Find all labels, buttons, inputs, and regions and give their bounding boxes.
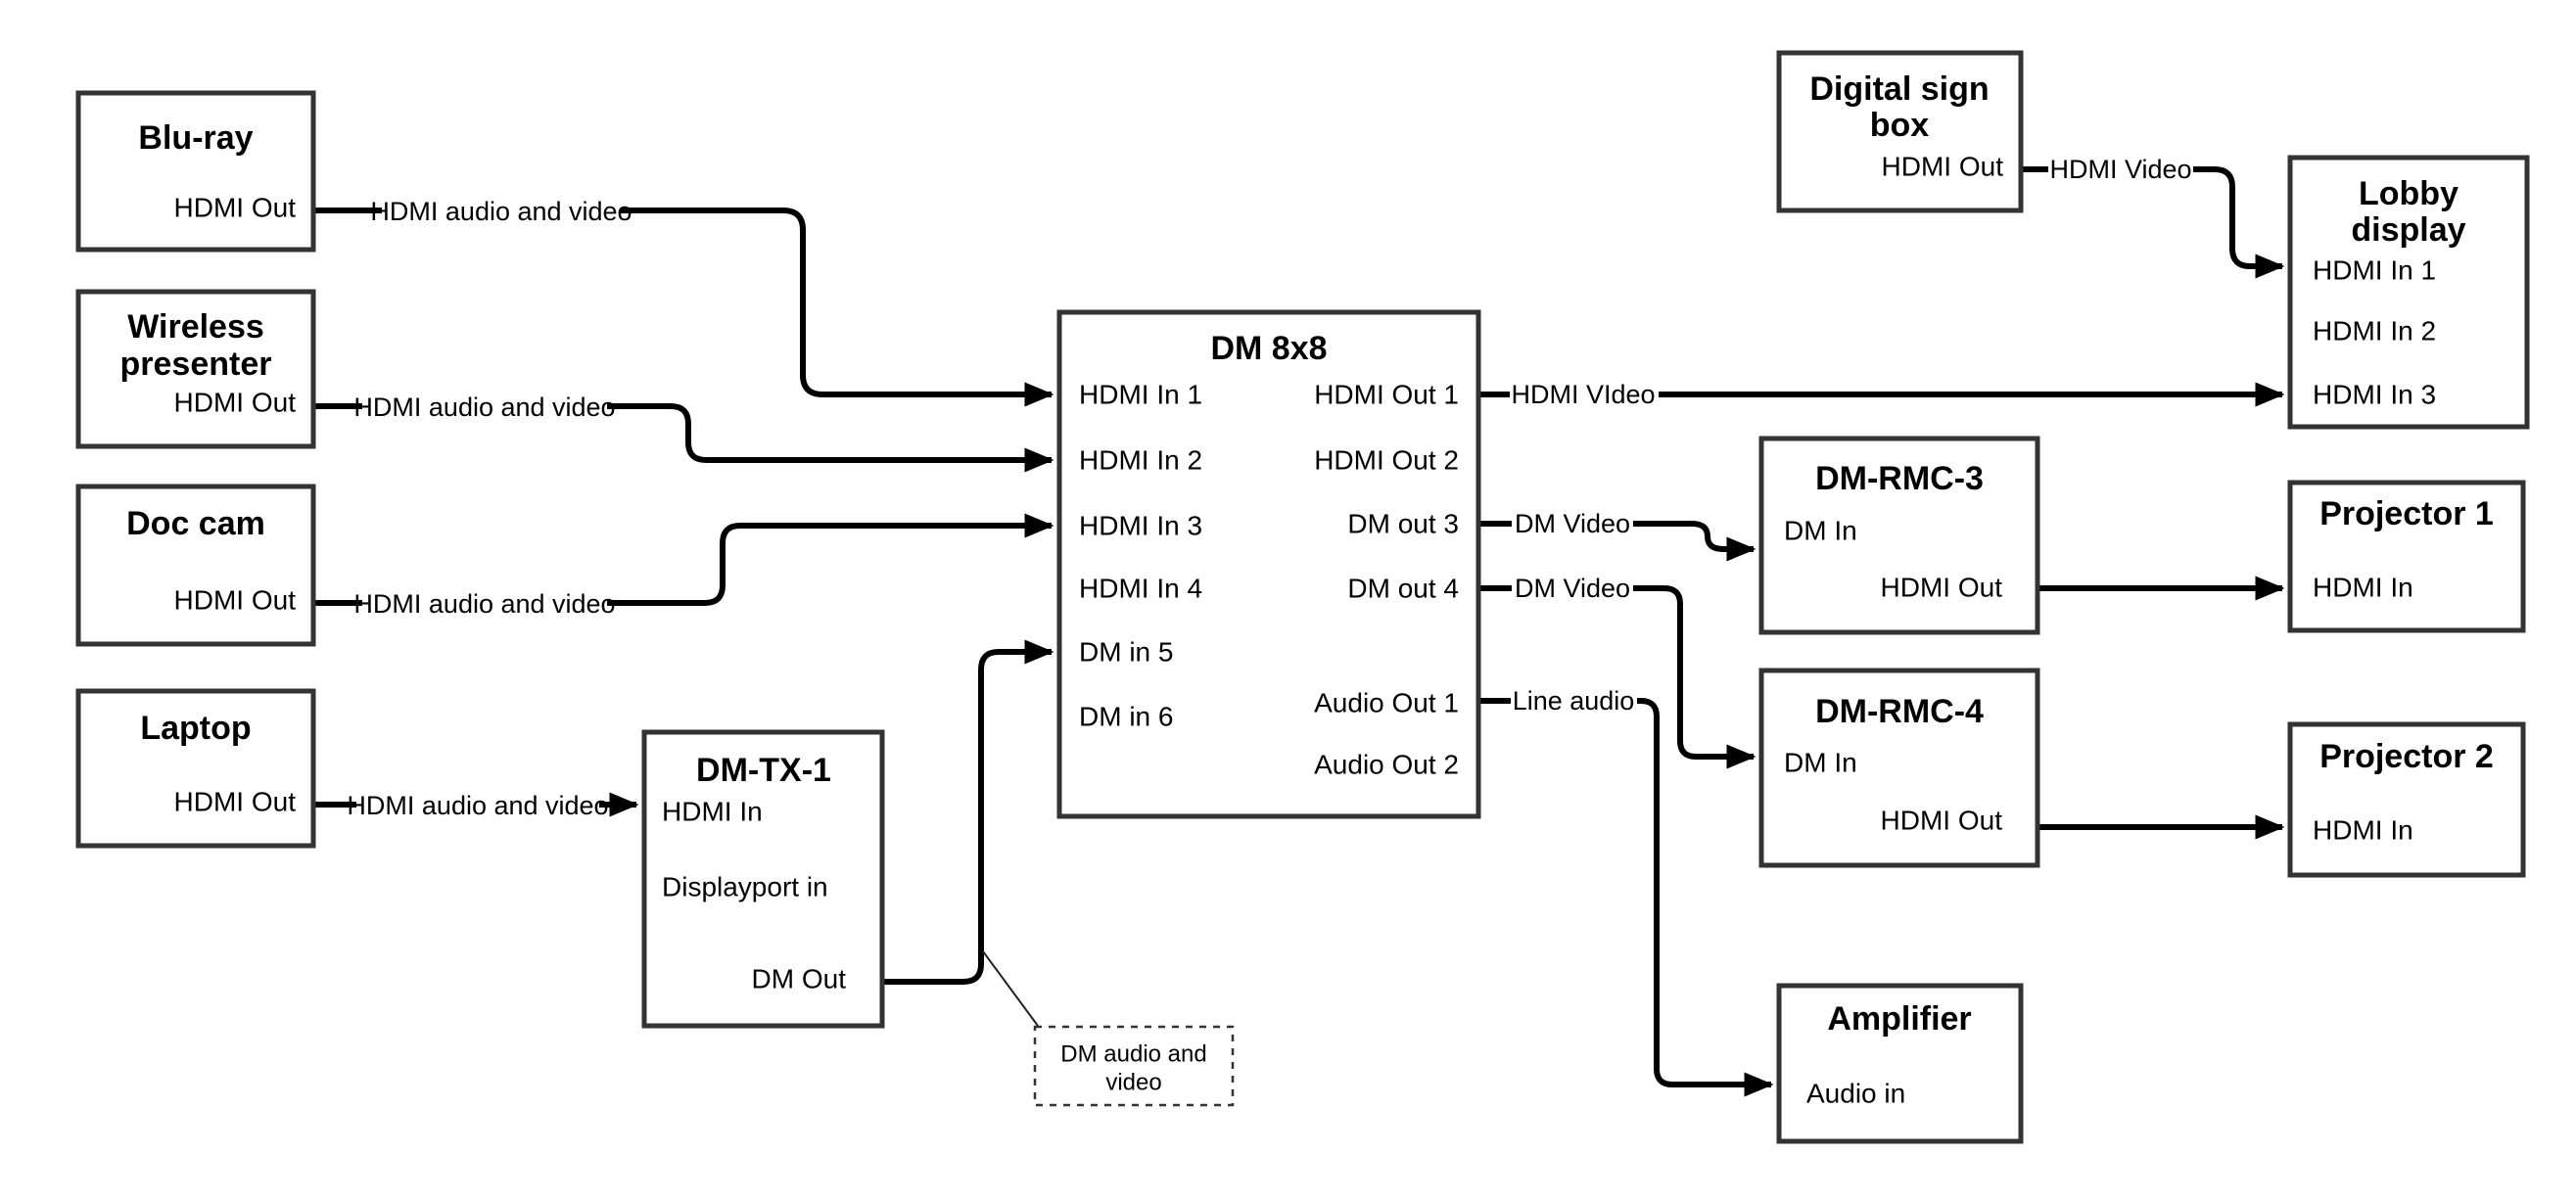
box-dmrmc3-frame: [1758, 436, 2040, 635]
cable-label-line-audio: Line audio: [1513, 686, 1635, 716]
box-blu-ray-frame: [75, 90, 316, 253]
box-projector-1: Projector 1 HDMI In: [2287, 480, 2526, 633]
note-frame: [1033, 1025, 1235, 1107]
port-dm8x8-hdmi-out-1: HDMI Out 1: [1314, 380, 1459, 410]
box-dmrmc3-title: DM-RMC-3: [1815, 460, 1984, 497]
box-wireless-title-line2: presenter: [120, 346, 272, 383]
box-proj2-frame: [2287, 721, 2526, 878]
port-dmrmc4-dm-in: DM In: [1784, 748, 1857, 778]
cable-label-hdmi-video-out1: HDMI VIdeo: [1511, 380, 1655, 409]
box-laptop-title: Laptop: [140, 710, 251, 747]
box-amplifier-title: Amplifier: [1827, 1000, 1971, 1038]
box-amplifier: Amplifier Audio in: [1776, 983, 2024, 1144]
box-digitalsign-title-line2: box: [1870, 107, 1930, 144]
port-bluray-hdmi-out: HDMI Out: [174, 193, 297, 223]
port-dm8x8-dm-in-6: DM in 6: [1079, 702, 1173, 732]
box-doc-cam: Doc cam HDMI Out: [75, 484, 316, 647]
note-leader-line: [982, 950, 1039, 1027]
port-dmtx1-displayport-in: Displayport in: [662, 872, 828, 902]
port-dm8x8-hdmi-in-1: HDMI In 1: [1079, 380, 1202, 410]
cable-label-digitalsign: HDMI Video: [2049, 155, 2191, 184]
port-lobby-hdmi-in-2: HDMI In 2: [2313, 316, 2436, 346]
port-dmtx1-dm-out: DM Out: [752, 964, 847, 994]
port-proj2-hdmi-in: HDMI In: [2313, 815, 2413, 846]
box-proj1-title: Projector 1: [2319, 495, 2494, 532]
port-lobby-hdmi-in-3: HDMI In 3: [2313, 380, 2436, 410]
box-projector-2: Projector 2 HDMI In: [2287, 721, 2526, 878]
port-doccam-hdmi-out: HDMI Out: [174, 585, 297, 616]
box-lobby-frame: [2287, 155, 2530, 430]
port-dm8x8-dm-out-3: DM out 3: [1347, 509, 1459, 539]
port-proj1-hdmi-in: HDMI In: [2313, 573, 2413, 603]
cable-doccam-to-dm8x8-in3: [607, 513, 1054, 606]
port-dm8x8-audio-out-1: Audio Out 1: [1314, 688, 1459, 718]
cable-digitalsign-to-lobby-in1: [2193, 166, 2285, 279]
box-wireless-frame: [75, 289, 316, 449]
port-dm8x8-hdmi-in-3: HDMI In 3: [1079, 511, 1202, 541]
box-blu-ray-title: Blu-ray: [138, 119, 253, 157]
box-dmtx1-title: DM-TX-1: [696, 752, 831, 789]
port-dm8x8-hdmi-in-4: HDMI In 4: [1079, 574, 1202, 604]
box-digital-sign-box: Digital sign box HDMI Out: [1776, 50, 2024, 213]
port-amplifier-audio-in: Audio in: [1806, 1079, 1905, 1109]
box-dm-8x8: DM 8x8 HDMI In 1 HDMI In 2 HDMI In 3 HDM…: [1056, 309, 1481, 819]
box-amplifier-frame: [1776, 983, 2024, 1144]
box-lobby-display: Lobby display HDMI In 1 HDMI In 2 HDMI I…: [2287, 155, 2530, 430]
cable-labels: HDMI audio and video HDMI audio and vide…: [347, 155, 2191, 820]
box-dm-tx-1: DM-TX-1 HDMI In Displayport in DM Out: [641, 729, 885, 1029]
box-dm-rmc-3: DM-RMC-3 DM In HDMI Out: [1758, 436, 2040, 635]
port-dm8x8-hdmi-in-2: HDMI In 2: [1079, 445, 1202, 476]
cable-wireless-to-dm8x8-in2: [607, 403, 1054, 473]
port-dmrmc3-hdmi-out: HDMI Out: [1881, 573, 2003, 603]
cable-label-dm-video-out4: DM Video: [1515, 574, 1630, 603]
box-doccam-frame: [75, 484, 316, 647]
cable-label-dm-video-out3: DM Video: [1515, 509, 1630, 538]
box-laptop: Laptop HDMI Out: [75, 688, 316, 849]
box-wireless-title-line1: Wireless: [127, 308, 264, 346]
cable-label-laptop: HDMI audio and video: [347, 791, 608, 820]
box-lobby-title-line1: Lobby: [2359, 175, 2459, 212]
box-dm-rmc-4: DM-RMC-4 DM In HDMI Out: [1758, 668, 2040, 868]
cable-label-wireless: HDMI audio and video: [353, 393, 615, 422]
port-dmrmc3-dm-in: DM In: [1784, 516, 1857, 546]
box-doccam-title: Doc cam: [126, 505, 265, 542]
port-lobby-hdmi-in-1: HDMI In 1: [2313, 255, 2436, 286]
cable-dm8x8-out3-to-dmrmc3: [1633, 521, 1756, 562]
box-dmrmc4-title: DM-RMC-4: [1815, 693, 1984, 730]
cables: [313, 166, 2285, 1097]
port-dm8x8-dm-out-4: DM out 4: [1347, 574, 1459, 604]
cable-dmtx1-to-dm8x8-in5: [882, 639, 1054, 985]
box-lobby-title-line2: display: [2351, 211, 2465, 249]
box-dmrmc4-frame: [1758, 668, 2040, 868]
box-wireless-presenter: Wireless presenter HDMI Out: [75, 289, 316, 449]
cable-dm8x8-out4-to-dmrmc4: [1633, 585, 1756, 769]
port-dm8x8-audio-out-2: Audio Out 2: [1314, 750, 1459, 780]
port-dmrmc4-hdmi-out: HDMI Out: [1881, 806, 2003, 836]
box-dm8x8-frame: [1056, 309, 1481, 819]
cable-label-doccam: HDMI audio and video: [353, 589, 615, 619]
port-laptop-hdmi-out: HDMI Out: [174, 787, 297, 817]
note-dm-audio-and-video: DM audio and video: [1033, 1025, 1235, 1107]
port-dm8x8-dm-in-5: DM in 5: [1079, 637, 1173, 668]
box-digitalsign-title-line1: Digital sign: [1809, 70, 1989, 108]
port-dmtx1-hdmi-in: HDMI In: [662, 797, 763, 827]
port-wireless-hdmi-out: HDMI Out: [174, 388, 297, 418]
box-dm8x8-title: DM 8x8: [1210, 330, 1327, 367]
box-laptop-frame: [75, 688, 316, 849]
box-proj1-frame: [2287, 480, 2526, 633]
cable-dm8x8-aout1-to-amplifier: [1637, 698, 1774, 1097]
note-text-line1: DM audio and: [1060, 1041, 1206, 1068]
box-blu-ray: Blu-ray HDMI Out: [75, 90, 316, 253]
note-text-line2: video: [1105, 1070, 1161, 1096]
cable-label-bluray: HDMI audio and video: [370, 197, 632, 226]
cable-bluray-to-dm8x8-in1: [621, 208, 1054, 407]
port-dm8x8-hdmi-out-2: HDMI Out 2: [1314, 445, 1459, 476]
box-dmtx1-frame: [641, 729, 885, 1029]
box-proj2-title: Projector 2: [2319, 738, 2494, 775]
box-digitalsign-frame: [1776, 50, 2024, 213]
port-digitalsign-hdmi-out: HDMI Out: [1882, 152, 2004, 182]
